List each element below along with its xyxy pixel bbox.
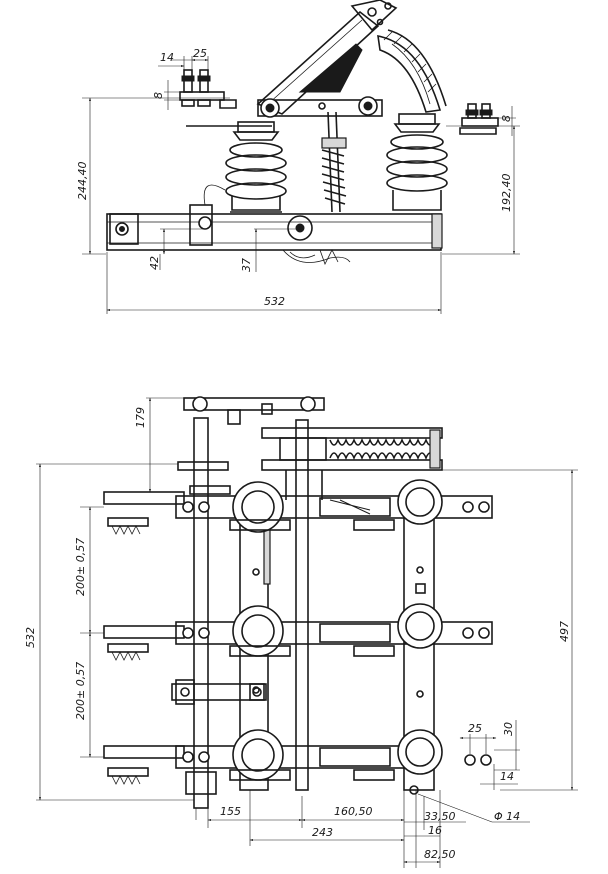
dim-42: 42 bbox=[148, 256, 161, 270]
phase-row-1 bbox=[103, 479, 493, 535]
dim-179: 179 bbox=[134, 407, 147, 428]
dim-200-b: 200± 0,57 bbox=[74, 662, 87, 720]
phase-row-3 bbox=[103, 729, 492, 795]
dim-14-plan: 14 bbox=[500, 770, 514, 783]
dim-16: 16 bbox=[428, 824, 442, 837]
dim-phi-14: Φ 14 bbox=[494, 810, 520, 823]
side-dimensions bbox=[82, 56, 520, 314]
side-view: 14 25 8 8 244,40 192,40 42 37 532 bbox=[76, 0, 520, 314]
dim-8-left: 8 bbox=[152, 92, 165, 99]
interlock-bracket bbox=[171, 679, 267, 705]
top-link bbox=[186, 96, 497, 135]
right-terminal bbox=[461, 103, 499, 127]
dim-244-40: 244,40 bbox=[76, 162, 89, 201]
base-frame bbox=[106, 204, 443, 266]
dim-155: 155 bbox=[220, 805, 241, 818]
dim-33-50: 33,50 bbox=[424, 810, 456, 823]
dim-192-40: 192,40 bbox=[500, 174, 513, 213]
left-insulator bbox=[203, 121, 287, 213]
plan-view: 179 532 200± 0,57 200± 0,57 497 25 30 14… bbox=[24, 396, 578, 868]
dim-8-right: 8 bbox=[500, 115, 513, 122]
dim-532-side: 532 bbox=[264, 295, 285, 308]
dim-200-a: 200± 0,57 bbox=[74, 538, 87, 596]
dim-14-top: 14 bbox=[160, 51, 174, 64]
dim-497: 497 bbox=[558, 621, 571, 642]
dim-25-plan: 25 bbox=[468, 722, 482, 735]
dim-532-plan: 532 bbox=[24, 627, 37, 648]
dim-82-50: 82,50 bbox=[424, 848, 456, 861]
dim-160-50: 160,50 bbox=[334, 805, 373, 818]
switch-blade bbox=[256, 0, 398, 115]
right-insulator bbox=[386, 113, 448, 211]
plan-dimensions bbox=[36, 397, 578, 868]
fixed-contact bbox=[377, 29, 447, 113]
frame-rails bbox=[193, 417, 435, 820]
dim-37: 37 bbox=[240, 258, 253, 272]
drive-mechanism bbox=[177, 396, 443, 500]
left-terminal bbox=[179, 69, 225, 107]
dim-25-top: 25 bbox=[193, 47, 207, 60]
dim-243: 243 bbox=[312, 826, 333, 839]
dim-30: 30 bbox=[502, 722, 515, 736]
operating-rod bbox=[321, 111, 347, 213]
phase-row-2 bbox=[103, 603, 493, 661]
